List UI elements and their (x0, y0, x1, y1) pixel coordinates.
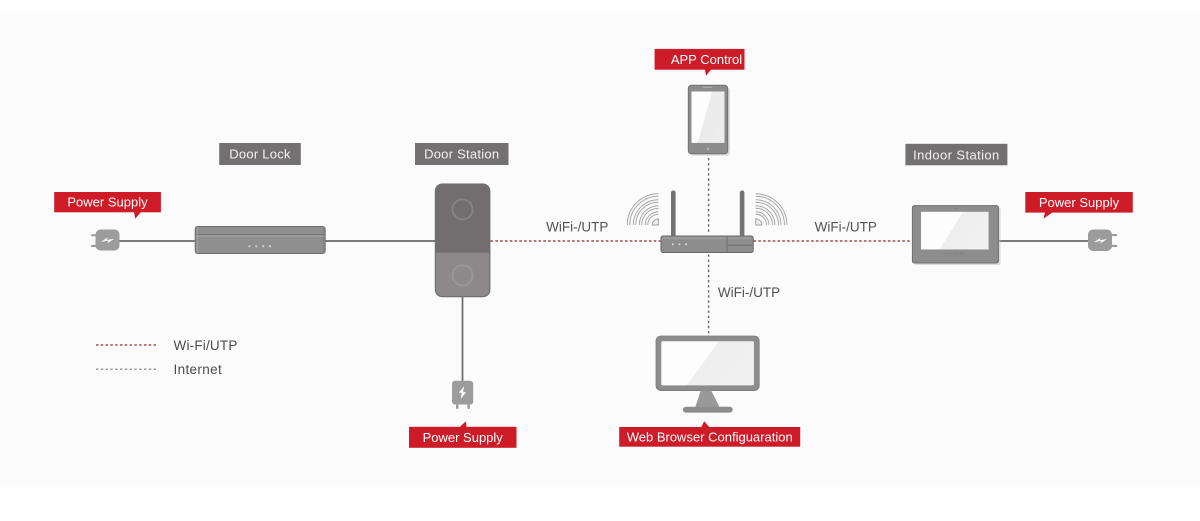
svg-text:Web Browser Configuaration: Web Browser Configuaration (627, 429, 793, 444)
svg-text:WiFi-/UTP: WiFi-/UTP (718, 285, 780, 300)
svg-text:Power Supply: Power Supply (1039, 195, 1120, 210)
svg-text:Door Lock: Door Lock (229, 147, 291, 162)
svg-text:Wi-Fi/UTP: Wi-Fi/UTP (174, 338, 238, 353)
svg-text:Power Supply: Power Supply (423, 430, 504, 445)
svg-text:Indoor Station: Indoor Station (913, 147, 1000, 162)
svg-text:Door Station: Door Station (424, 147, 499, 162)
svg-text:WiFi-/UTP: WiFi-/UTP (546, 220, 608, 235)
svg-text:HIKVISION: HIKVISION (945, 251, 965, 255)
svg-text:Internet: Internet (174, 362, 223, 377)
svg-text:APP Control: APP Control (671, 52, 742, 67)
svg-text:WiFi-/UTP: WiFi-/UTP (815, 220, 877, 235)
svg-text:Power Supply: Power Supply (67, 195, 148, 210)
